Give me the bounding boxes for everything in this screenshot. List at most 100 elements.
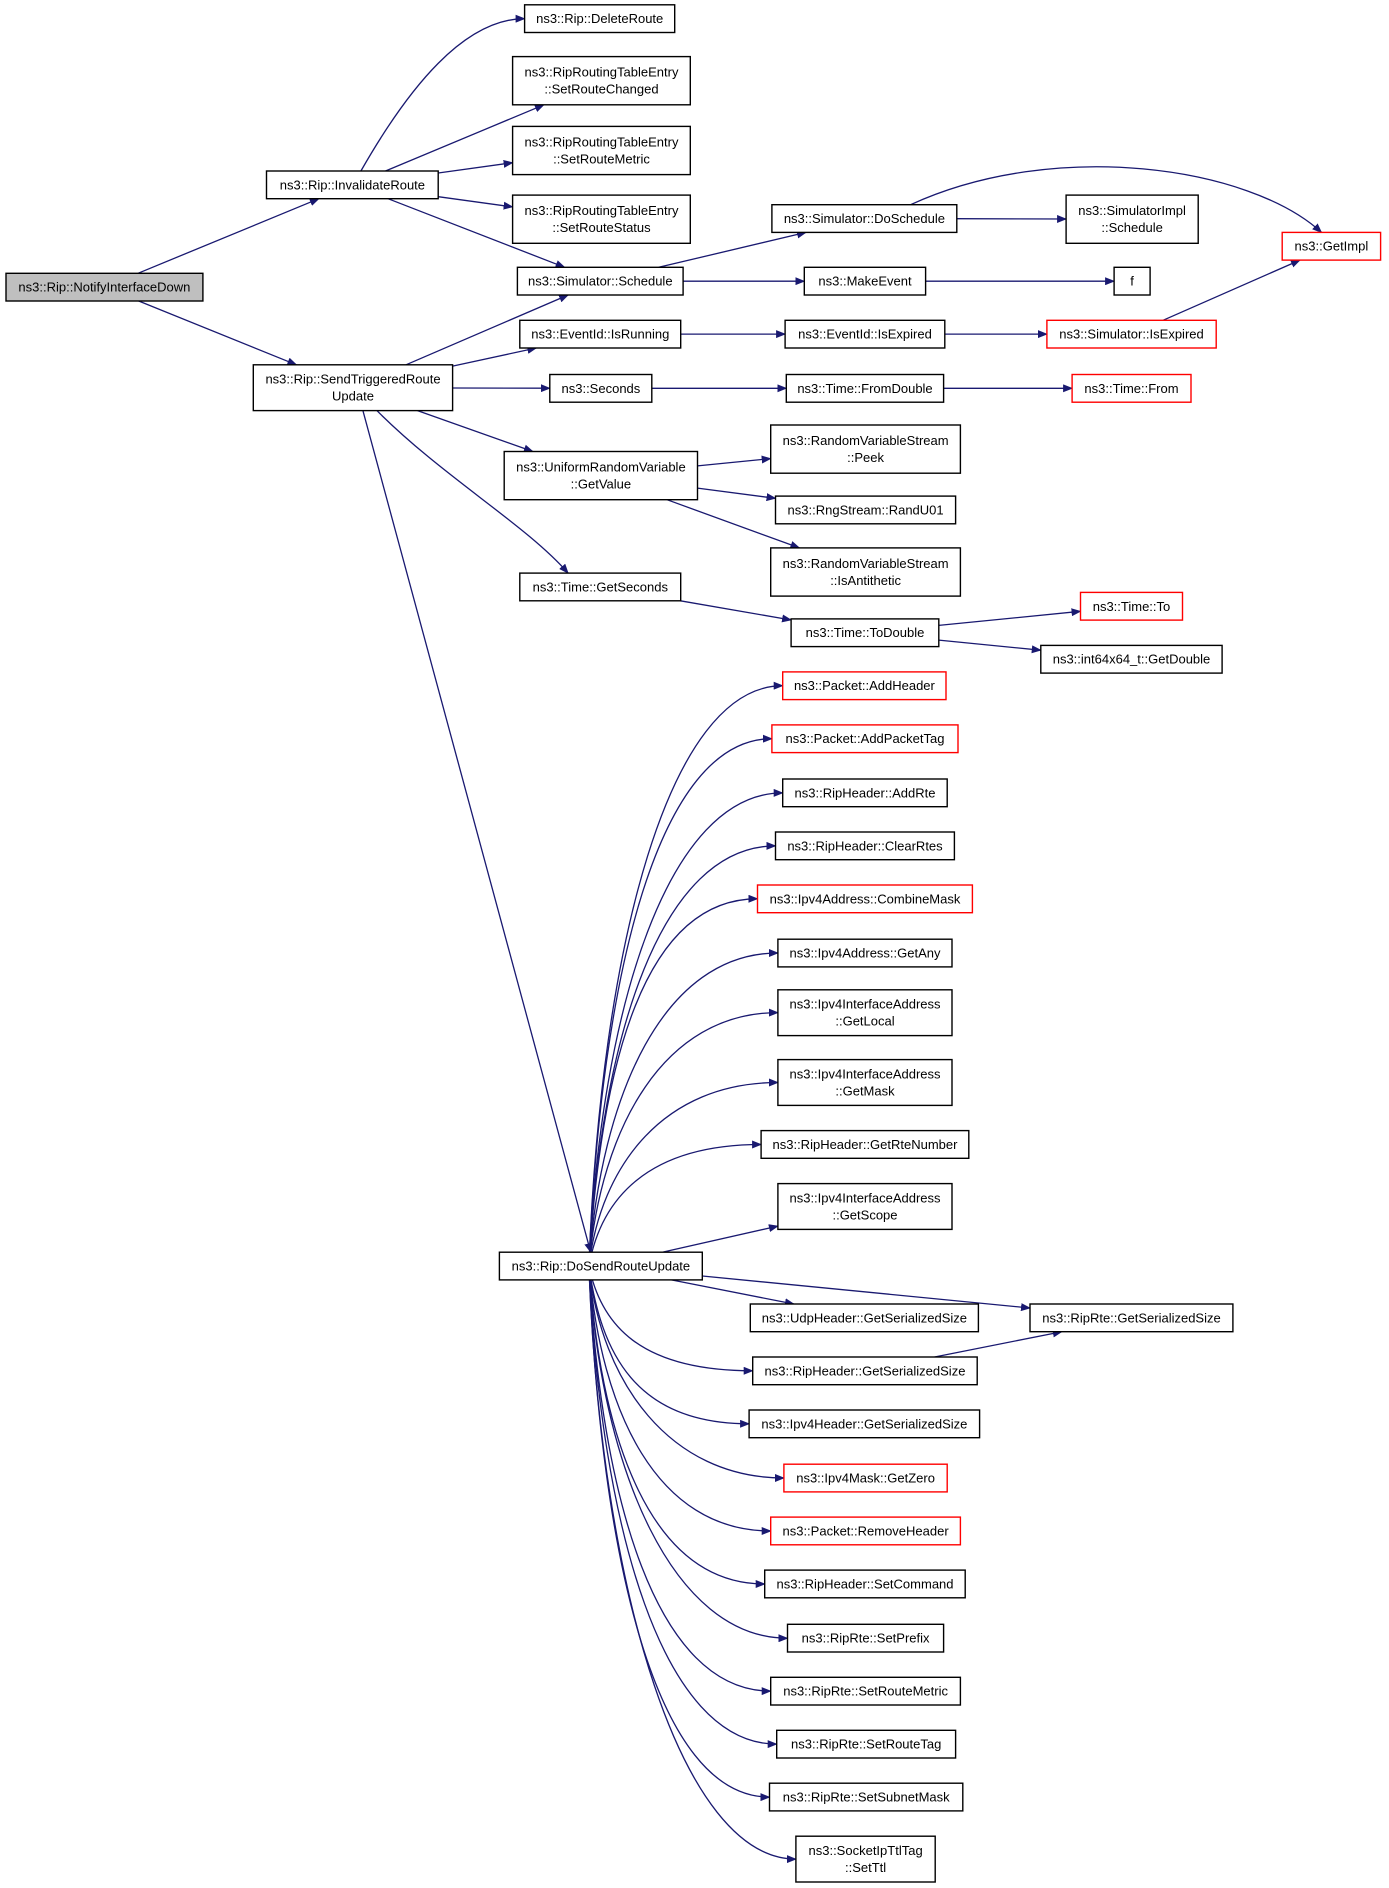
node-ipv4HeaderSize[interactable]: ns3::Ipv4Header::GetSerializedSize	[748, 1409, 981, 1439]
node-label: ns3::RipRoutingTableEntry	[525, 135, 679, 150]
node-doSchedule[interactable]: ns3::Simulator::DoSchedule	[771, 203, 958, 234]
node-box	[516, 266, 684, 296]
node-doSendRoute[interactable]: ns3::Rip::DoSendRouteUpdate	[498, 1251, 703, 1281]
node-implSchedule[interactable]: ns3::SimulatorImpl::Schedule	[1065, 194, 1199, 245]
node-box	[777, 1058, 953, 1107]
node-box	[1079, 591, 1184, 621]
edge-triggered-to-simSchedule	[405, 294, 570, 366]
node-ripHeaderSize[interactable]: ns3::RipHeader::GetSerializedSize	[752, 1356, 978, 1386]
node-box	[771, 724, 959, 754]
edge-doSendRoute-to-setPrefix	[588, 1266, 789, 1643]
node-label: ::GetLocal	[835, 1014, 894, 1029]
node-setRouteChanged[interactable]: ns3::RipRoutingTableEntry::SetRouteChang…	[511, 55, 691, 106]
node-getLocal[interactable]: ns3::Ipv4InterfaceAddress::GetLocal	[777, 989, 953, 1037]
node-box	[764, 1569, 966, 1599]
node-label: ns3::RipRoutingTableEntry	[525, 203, 679, 218]
node-label: ns3::RipHeader::ClearRtes	[787, 838, 943, 853]
node-addPacketTag[interactable]: ns3::Packet::AddPacketTag	[771, 724, 959, 754]
node-box	[252, 364, 454, 412]
node-label: ns3::RipHeader::AddRte	[795, 785, 936, 800]
node-box	[774, 831, 956, 861]
node-timeFrom[interactable]: ns3::Time::From	[1071, 373, 1192, 403]
node-rteSize[interactable]: ns3::RipRte::GetSerializedSize	[1029, 1303, 1234, 1333]
node-simSchedule[interactable]: ns3::Simulator::Schedule	[516, 266, 684, 296]
edge-triggered-to-doSendRoute	[362, 410, 593, 1254]
node-setCommand[interactable]: ns3::RipHeader::SetCommand	[764, 1569, 966, 1599]
node-addHeader[interactable]: ns3::Packet::AddHeader	[782, 671, 947, 701]
node-label: ns3::Packet::RemoveHeader	[782, 1524, 949, 1539]
node-getMask[interactable]: ns3::Ipv4InterfaceAddress::GetMask	[777, 1058, 953, 1107]
node-label: ns3::RipHeader::GetRteNumber	[773, 1137, 959, 1152]
node-label: ::SetTtl	[845, 1860, 886, 1875]
node-label: ::GetMask	[835, 1084, 895, 1099]
node-label: ns3::Rip::SendTriggeredRoute	[265, 372, 440, 387]
node-timeTo[interactable]: ns3::Time::To	[1079, 591, 1184, 621]
edge-simSchedule-to-doSchedule	[658, 230, 807, 268]
node-isRunning[interactable]: ns3::EventId::IsRunning	[519, 319, 682, 349]
node-label: ns3::Simulator::IsExpired	[1059, 327, 1204, 342]
node-setRouteStatus[interactable]: ns3::RipRoutingTableEntry::SetRouteStatu…	[511, 194, 691, 245]
node-f[interactable]: f	[1113, 266, 1151, 296]
edge-doSendRoute-to-addRte	[588, 788, 784, 1267]
edge-doSendRoute-to-setRouteTag	[588, 1266, 778, 1749]
nodes-layer: ns3::Rip::NotifyInterfaceDown ns3::Rip::I…	[5, 4, 1382, 1883]
node-addRte[interactable]: ns3::RipHeader::AddRte	[782, 778, 948, 808]
node-label: ns3::MakeEvent	[818, 274, 912, 289]
edge-doSendRoute-to-combineMask	[588, 894, 759, 1267]
node-isAntithetic[interactable]: ns3::RandomVariableStream::IsAntithetic	[770, 547, 962, 597]
node-label: ::SetRouteMetric	[553, 152, 650, 167]
node-setTtl[interactable]: ns3::SocketIpTtlTag::SetTtl	[795, 1835, 936, 1883]
node-getRteNumber[interactable]: ns3::RipHeader::GetRteNumber	[760, 1129, 970, 1159]
node-box	[770, 547, 962, 597]
node-fromDouble[interactable]: ns3::Time::FromDouble	[785, 373, 945, 403]
node-clearRtes[interactable]: ns3::RipHeader::ClearRtes	[774, 831, 956, 861]
node-setSubnetMask[interactable]: ns3::RipRte::SetSubnetMask	[768, 1782, 964, 1812]
node-getScope[interactable]: ns3::Ipv4InterfaceAddress::GetScope	[777, 1182, 953, 1231]
node-box	[748, 1409, 981, 1439]
edge-toDouble-to-getDouble	[938, 639, 1042, 654]
node-getDouble[interactable]: ns3::int64x64_t::GetDouble	[1040, 644, 1223, 674]
node-invalidate[interactable]: ns3::Rip::InvalidateRoute	[265, 170, 439, 200]
node-label: ns3::Simulator::DoSchedule	[784, 211, 945, 226]
node-toDouble[interactable]: ns3::Time::ToDouble	[790, 618, 940, 648]
node-isExpiredE[interactable]: ns3::EventId::IsExpired	[784, 319, 946, 349]
node-label: ns3::Rip::NotifyInterfaceDown	[18, 280, 190, 295]
node-box	[749, 1303, 980, 1333]
node-notify[interactable]: ns3::Rip::NotifyInterfaceDown	[5, 272, 204, 302]
node-box	[1040, 644, 1223, 674]
node-removeHeader[interactable]: ns3::Packet::RemoveHeader	[770, 1516, 962, 1546]
node-getSeconds[interactable]: ns3::Time::GetSeconds	[519, 572, 682, 602]
edge-doSendRoute-to-rteSetRouteMetric	[588, 1266, 772, 1696]
node-makeEvent[interactable]: ns3::MakeEvent	[803, 266, 927, 296]
node-simIsExpired[interactable]: ns3::Simulator::IsExpired	[1046, 319, 1217, 349]
node-randU01[interactable]: ns3::RngStream::RandU01	[774, 495, 957, 525]
node-udpSize[interactable]: ns3::UdpHeader::GetSerializedSize	[749, 1303, 980, 1333]
node-uniformGet[interactable]: ns3::UniformRandomVariable::GetValue	[503, 450, 699, 501]
node-box	[777, 989, 953, 1037]
node-label: ns3::Packet::AddHeader	[794, 678, 936, 693]
node-label: ::IsAntithetic	[830, 573, 901, 588]
edge-doSendRoute-to-getAny	[588, 949, 779, 1267]
node-combineMask[interactable]: ns3::Ipv4Address::CombineMask	[756, 884, 974, 914]
node-getAny[interactable]: ns3::Ipv4Address::GetAny	[777, 938, 953, 968]
node-getZero[interactable]: ns3::Ipv4Mask::GetZero	[783, 1463, 948, 1493]
node-box	[784, 319, 946, 349]
node-label: Update	[332, 389, 374, 404]
node-deleteRoute[interactable]: ns3::Rip::DeleteRoute	[523, 4, 676, 34]
node-box	[782, 778, 948, 808]
node-setRouteTag[interactable]: ns3::RipRte::SetRouteTag	[776, 1729, 957, 1759]
node-getImpl[interactable]: ns3::GetImpl	[1281, 231, 1382, 261]
node-peek[interactable]: ns3::RandomVariableStream::Peek	[770, 424, 962, 474]
edge-doSendRoute-to-getLocal	[588, 1008, 779, 1267]
node-setRouteMetricE[interactable]: ns3::RipRoutingTableEntry::SetRouteMetri…	[511, 125, 691, 176]
node-rteSetRouteMetric[interactable]: ns3::RipRte::SetRouteMetric	[770, 1676, 962, 1706]
edge-uniformGet-to-peek	[697, 455, 772, 467]
node-seconds[interactable]: ns3::Seconds	[549, 373, 653, 403]
node-label: ns3::Seconds	[562, 381, 641, 396]
edge-doSendRoute-to-setCommand	[588, 1266, 766, 1588]
node-setPrefix[interactable]: ns3::RipRte::SetPrefix	[786, 1623, 945, 1653]
node-box	[752, 1356, 978, 1386]
node-label: ::Schedule	[1101, 220, 1162, 235]
edge-triggered-to-getSeconds	[376, 410, 569, 574]
